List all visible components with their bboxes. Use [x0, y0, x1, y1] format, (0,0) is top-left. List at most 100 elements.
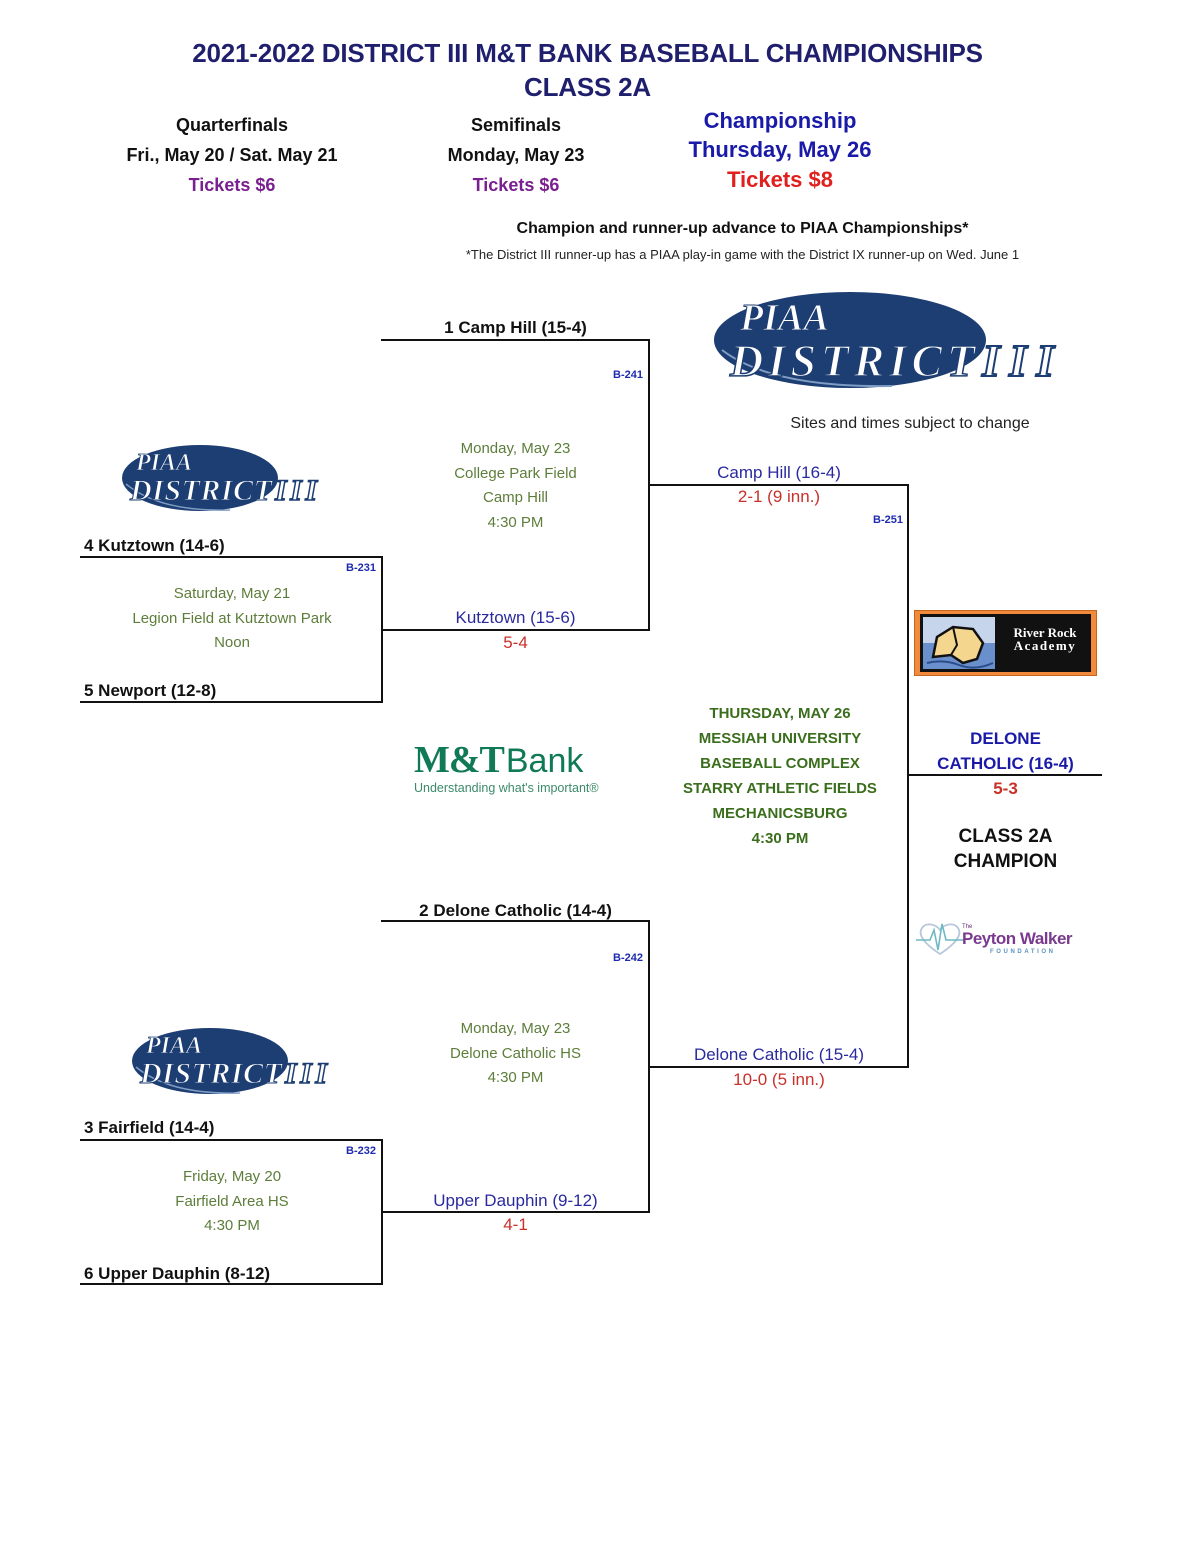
bracket-line	[80, 1139, 383, 1141]
river-rock-name-line2: Academy	[1013, 638, 1077, 653]
qf1-bottom-team: 5 Newport (12-8)	[84, 681, 217, 700]
final-game-info: THURSDAY, MAY 26 MESSIAH UNIVERSITY BASE…	[660, 701, 900, 851]
sf2-score: 10-0 (5 inn.)	[733, 1070, 825, 1089]
final-city: MECHANICSBURG	[712, 805, 848, 822]
piaa-district-iii-logo-small: PIAA DISTRICT III	[130, 1025, 330, 1097]
svg-text:PIAA: PIAA	[739, 297, 829, 339]
svg-text:DISTRICT: DISTRICT	[139, 1057, 284, 1090]
game-venue: Fairfield Area HS	[175, 1192, 289, 1210]
bracket-line	[907, 484, 909, 1068]
mt-bank-logo: M&TBank Understanding what's important®	[414, 740, 634, 800]
footnote: *The District III runner-up has a PIAA p…	[465, 247, 1020, 262]
game-city: Camp Hill	[482, 489, 548, 506]
round-header-quarterfinals: Quarterfinals Fri., May 20 / Sat. May 21…	[82, 110, 382, 200]
river-rock-academy-logo: River Rock Academy	[914, 610, 1097, 676]
bracket-line	[381, 920, 650, 922]
sf2-game-info: Monday, May 23 Delone Catholic HS 4:30 P…	[383, 1017, 648, 1091]
bracket-line	[80, 556, 383, 558]
final-score: 5-3	[993, 779, 1018, 798]
piaa-logo-graphic: PIAA DISTRICT III	[714, 292, 1057, 388]
svg-text:III: III	[981, 335, 1056, 386]
final-venue-line3: STARRY ATHLETIC FIELDS	[683, 780, 877, 797]
round-tickets: Tickets $6	[472, 175, 560, 195]
svg-text:III: III	[274, 474, 318, 507]
round-tickets: Tickets $6	[188, 175, 276, 195]
bracket-line	[80, 701, 383, 703]
qf1-winner: Kutztown (15-6)	[455, 608, 576, 627]
mt-bank-tagline: Understanding what's important®	[414, 781, 599, 795]
game-time: Noon	[214, 634, 250, 651]
game-time: 4:30 PM	[487, 513, 544, 531]
round-date: Monday, May 23	[447, 145, 585, 165]
qf2-top-team: 3 Fairfield (14-4)	[84, 1118, 215, 1137]
svg-text:DISTRICT: DISTRICT	[729, 335, 977, 386]
sf1-score: 2-1 (9 inn.)	[737, 487, 821, 506]
qf2-game-info: Friday, May 20 Fairfield Area HS 4:30 PM	[82, 1165, 382, 1239]
river-rock-name-line1: River Rock	[1013, 625, 1077, 640]
final-venue-line1: MESSIAH UNIVERSITY	[698, 730, 862, 747]
qf1-top-team: 4 Kutztown (14-6)	[84, 536, 225, 555]
svg-text:PIAA: PIAA	[135, 450, 192, 476]
sf2-game-id: B-242	[613, 952, 643, 964]
river-rock-logo-text: River Rock Academy	[999, 626, 1091, 652]
svg-text:PIAA: PIAA	[145, 1033, 202, 1059]
bracket-line	[381, 339, 650, 341]
final-date: THURSDAY, MAY 26	[709, 705, 851, 722]
qf1-game-id: B-231	[346, 562, 376, 574]
mt-bank-wordmark: M&TBank	[414, 740, 634, 781]
mt-bank-word: Bank	[505, 742, 584, 780]
qf2-score: 4-1	[503, 1215, 528, 1234]
round-name: Championship	[703, 108, 857, 133]
round-header-semifinals: Semifinals Monday, May 23 Tickets $6	[396, 110, 636, 200]
page-subtitle: CLASS 2A	[524, 72, 651, 102]
round-date: Thursday, May 26	[688, 137, 872, 162]
champion-label-line1: CLASS 2A	[958, 826, 1053, 847]
piaa-logo-graphic: PIAA DISTRICT III	[122, 445, 319, 511]
round-header-championship: Championship Thursday, May 26 Tickets $8	[660, 106, 900, 195]
peyton-walker-foundation-logo: The Peyton Walker FOUNDATION	[916, 918, 1086, 960]
round-name: Semifinals	[470, 115, 562, 135]
game-time: 4:30 PM	[204, 1217, 260, 1234]
svg-text:DISTRICT: DISTRICT	[129, 474, 274, 507]
bracket-line	[80, 1283, 383, 1285]
peyton-the: The	[962, 924, 973, 930]
qf2-game-id: B-232	[346, 1145, 376, 1157]
qf1-score: 5-4	[503, 633, 528, 652]
game-date: Monday, May 23	[460, 1020, 571, 1037]
game-venue: Legion Field at Kutztown Park	[132, 609, 332, 627]
svg-text:III: III	[284, 1057, 328, 1090]
game-time: 4:30 PM	[487, 1069, 544, 1086]
sf1-game-id: B-241	[613, 369, 643, 381]
qf2-bottom-team: 6 Upper Dauphin (8-12)	[84, 1264, 271, 1283]
peyton-name: Peyton Walker	[962, 929, 1073, 948]
bracket-line	[907, 774, 1102, 776]
sf1-winner: Camp Hill (16-4)	[717, 463, 841, 482]
piaa-district-iii-logo-small: PIAA DISTRICT III	[120, 442, 320, 514]
game-date: Friday, May 20	[182, 1168, 282, 1185]
champion-name-line2: CATHOLIC (16-4)	[937, 753, 1074, 773]
rock-icon	[923, 617, 995, 669]
bracket-line	[648, 1066, 909, 1068]
sf2-winner: Delone Catholic (15-4)	[693, 1045, 865, 1064]
champion-name: DELONE CATHOLIC (16-4)	[909, 727, 1102, 776]
game-venue: College Park Field	[454, 464, 577, 482]
champion-name-line1: DELONE	[970, 729, 1041, 748]
champion-label-line2: CHAMPION	[953, 851, 1058, 872]
game-date: Monday, May 23	[460, 440, 571, 457]
round-tickets: Tickets $8	[726, 167, 833, 192]
qf1-game-info: Saturday, May 21 Legion Field at Kutztow…	[82, 582, 382, 656]
final-venue-line2: BASEBALL COMPLEX	[700, 755, 860, 772]
mt-bank-mark: M&T	[414, 739, 505, 781]
heart-ekg-icon	[916, 923, 964, 956]
bracket-line	[648, 484, 909, 486]
round-date: Fri., May 20 / Sat. May 21	[126, 145, 338, 165]
sf1-top-team: 1 Camp Hill (15-4)	[444, 318, 587, 337]
page-title: 2021-2022 DISTRICT III M&T BANK BASEBALL…	[192, 38, 983, 68]
final-game-id: B-251	[873, 514, 903, 526]
champion-label: CLASS 2A CHAMPION	[909, 824, 1102, 874]
round-name: Quarterfinals	[175, 115, 289, 135]
game-venue: Delone Catholic HS	[450, 1044, 581, 1062]
final-time: 4:30 PM	[751, 830, 809, 847]
bracket-line	[381, 629, 650, 631]
bracket-line	[381, 1211, 650, 1213]
